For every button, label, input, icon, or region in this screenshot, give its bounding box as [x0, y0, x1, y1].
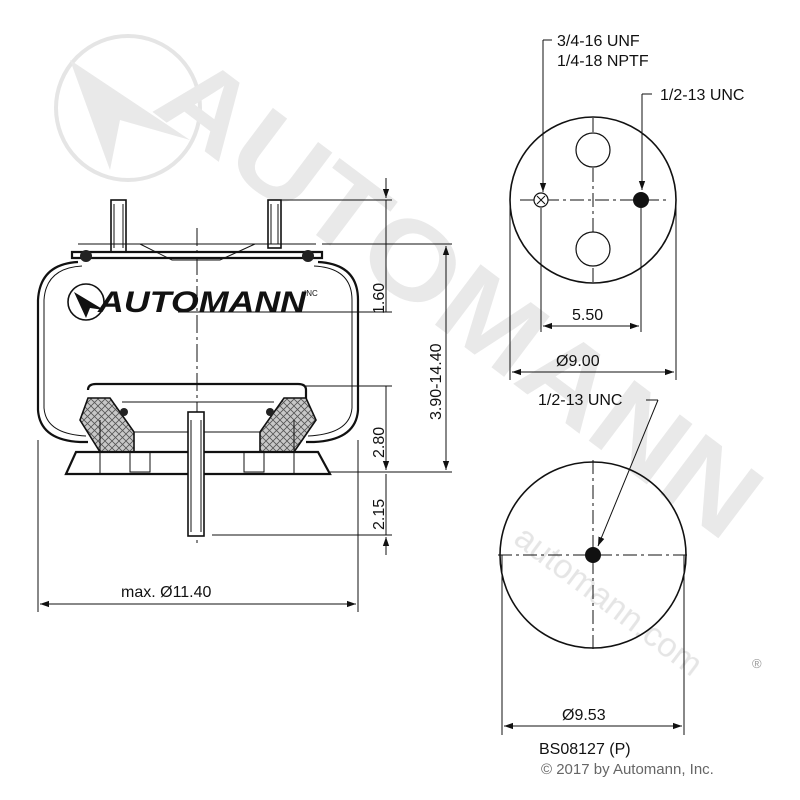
- dim-overall-height: 3.90-14.40: [428, 343, 445, 420]
- bottom-stud: [187, 411, 205, 537]
- automann-logo: AUTOMANN INC: [67, 283, 318, 321]
- copyright-block: © 2017 by Automann, Inc.: [541, 761, 714, 778]
- bead-plate: [70, 243, 324, 262]
- top-stud-left: [110, 199, 127, 253]
- top-stud-label: 1/2-13 UNC: [660, 87, 744, 104]
- logo-suffix: INC: [304, 289, 318, 298]
- dim-stud-spacing: 5.50: [572, 307, 603, 324]
- port-label-nptf: 1/4-18 NPTF: [557, 53, 649, 70]
- copyright: © 2017 by Automann, Inc.: [541, 761, 714, 778]
- dim-piston-height: 2.80: [371, 427, 388, 458]
- bottom-stud-hole: [585, 547, 601, 563]
- air-port: [533, 192, 549, 208]
- watermark-registered-mark: ®: [752, 656, 762, 671]
- dim-top-diameter: Ø9.00: [556, 353, 600, 370]
- top-mount-hole-lower: [575, 231, 611, 267]
- top-stud-hole: [633, 192, 649, 208]
- side-view: AUTOMANN INC: [36, 178, 452, 612]
- top-stud-right: [267, 199, 282, 249]
- dim-max-diameter: max. Ø11.40: [121, 584, 212, 601]
- dim-bottom-diameter: Ø9.53: [562, 707, 606, 724]
- bottom-stud-label: 1/2-13 UNC: [538, 392, 622, 409]
- watermark-url: automann.com: [507, 518, 709, 684]
- dim-top-height: 1.60: [371, 283, 388, 314]
- piston: [64, 382, 332, 476]
- top-view: 3/4-16 UNF 1/4-18 NPTF 1/2-13 UNC 5.50 Ø…: [509, 33, 744, 380]
- logo-mark: [74, 292, 104, 318]
- top-mount-hole-upper: [575, 132, 611, 168]
- bottom-view: 1/2-13 UNC Ø9.53: [498, 392, 688, 735]
- part-number: BS08127 (P): [539, 741, 631, 758]
- watermark-logo-circle: [54, 34, 202, 182]
- dim-stud-length: 2.15: [371, 499, 388, 530]
- bellows: [36, 260, 360, 444]
- logo-circle: [67, 283, 105, 321]
- logo-text: AUTOMANN: [97, 286, 308, 319]
- port-label-unf: 3/4-16 UNF: [557, 33, 640, 50]
- watermark-logo-mark: [70, 60, 190, 170]
